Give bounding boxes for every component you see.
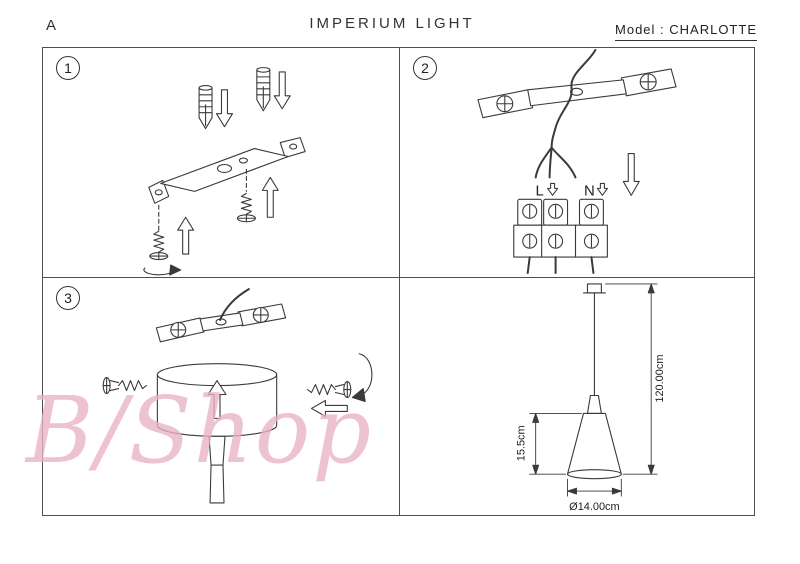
revision-letter: A xyxy=(46,17,57,34)
arrow-down-icon xyxy=(622,152,640,196)
arrow-down-icon xyxy=(215,89,233,128)
wall-anchor-icon xyxy=(256,67,271,112)
arrow-down-icon xyxy=(273,71,291,110)
model-label: Model : CHARLOTTE xyxy=(615,22,757,41)
dimension-shade-height: 15.5cm xyxy=(516,412,582,475)
panel-2-drawing: L N xyxy=(477,48,677,275)
arrow-left-icon xyxy=(310,399,348,417)
mounting-bracket-icon xyxy=(148,137,306,204)
pendant-lamp xyxy=(566,283,622,480)
dimension-overall-height: 120.00cm xyxy=(604,283,666,475)
step-number: 3 xyxy=(64,290,72,306)
step-number-badge: 1 xyxy=(56,56,80,80)
panel-step-3: 3 xyxy=(43,278,400,515)
dimension-diameter: Ø14.00cm xyxy=(567,478,622,513)
panel-dimensions: 120.00cm 15.5cm xyxy=(400,278,754,515)
live-label: L xyxy=(536,182,544,199)
wire xyxy=(534,48,597,179)
panel-step-2: 2 xyxy=(400,48,754,278)
brand-title: IMPERIUM LIGHT xyxy=(309,15,475,32)
panel-3-drawing xyxy=(102,288,373,504)
step-number-badge: 2 xyxy=(413,56,437,80)
mounting-bracket-icon xyxy=(155,303,287,343)
screw-icon xyxy=(306,381,352,399)
screw-icon xyxy=(149,230,169,261)
wire xyxy=(219,288,250,321)
arrow-down-icon xyxy=(596,182,608,196)
rotate-arrow-icon xyxy=(143,264,182,276)
arrow-up-icon xyxy=(177,216,195,255)
shade-height-label: 15.5cm xyxy=(516,425,528,461)
cord xyxy=(208,435,226,504)
arrow-down-icon xyxy=(547,182,559,196)
rotate-arrow-icon xyxy=(351,353,373,403)
screw-icon xyxy=(102,377,147,395)
step-number-badge: 3 xyxy=(56,286,80,310)
panel-4-drawing: 120.00cm 15.5cm xyxy=(516,283,666,513)
wire-stubs xyxy=(526,256,595,275)
diagram-grid: 1 xyxy=(42,47,755,516)
screw-icon xyxy=(236,192,256,223)
arrow-up-icon xyxy=(261,176,279,218)
panel-1-drawing xyxy=(143,67,306,276)
step-number: 2 xyxy=(421,60,429,76)
neutral-label: N xyxy=(584,182,595,199)
step-number: 1 xyxy=(64,60,72,76)
panel-step-1: 1 xyxy=(43,48,400,278)
arrow-up-icon xyxy=(207,380,227,419)
terminal-block xyxy=(513,198,608,258)
mounting-bracket-icon xyxy=(477,68,677,119)
diameter-label: Ø14.00cm xyxy=(569,501,619,513)
wall-anchor-icon xyxy=(198,84,213,130)
overall-height-label: 120.00cm xyxy=(654,355,666,403)
guide-dashed-line xyxy=(158,168,247,232)
